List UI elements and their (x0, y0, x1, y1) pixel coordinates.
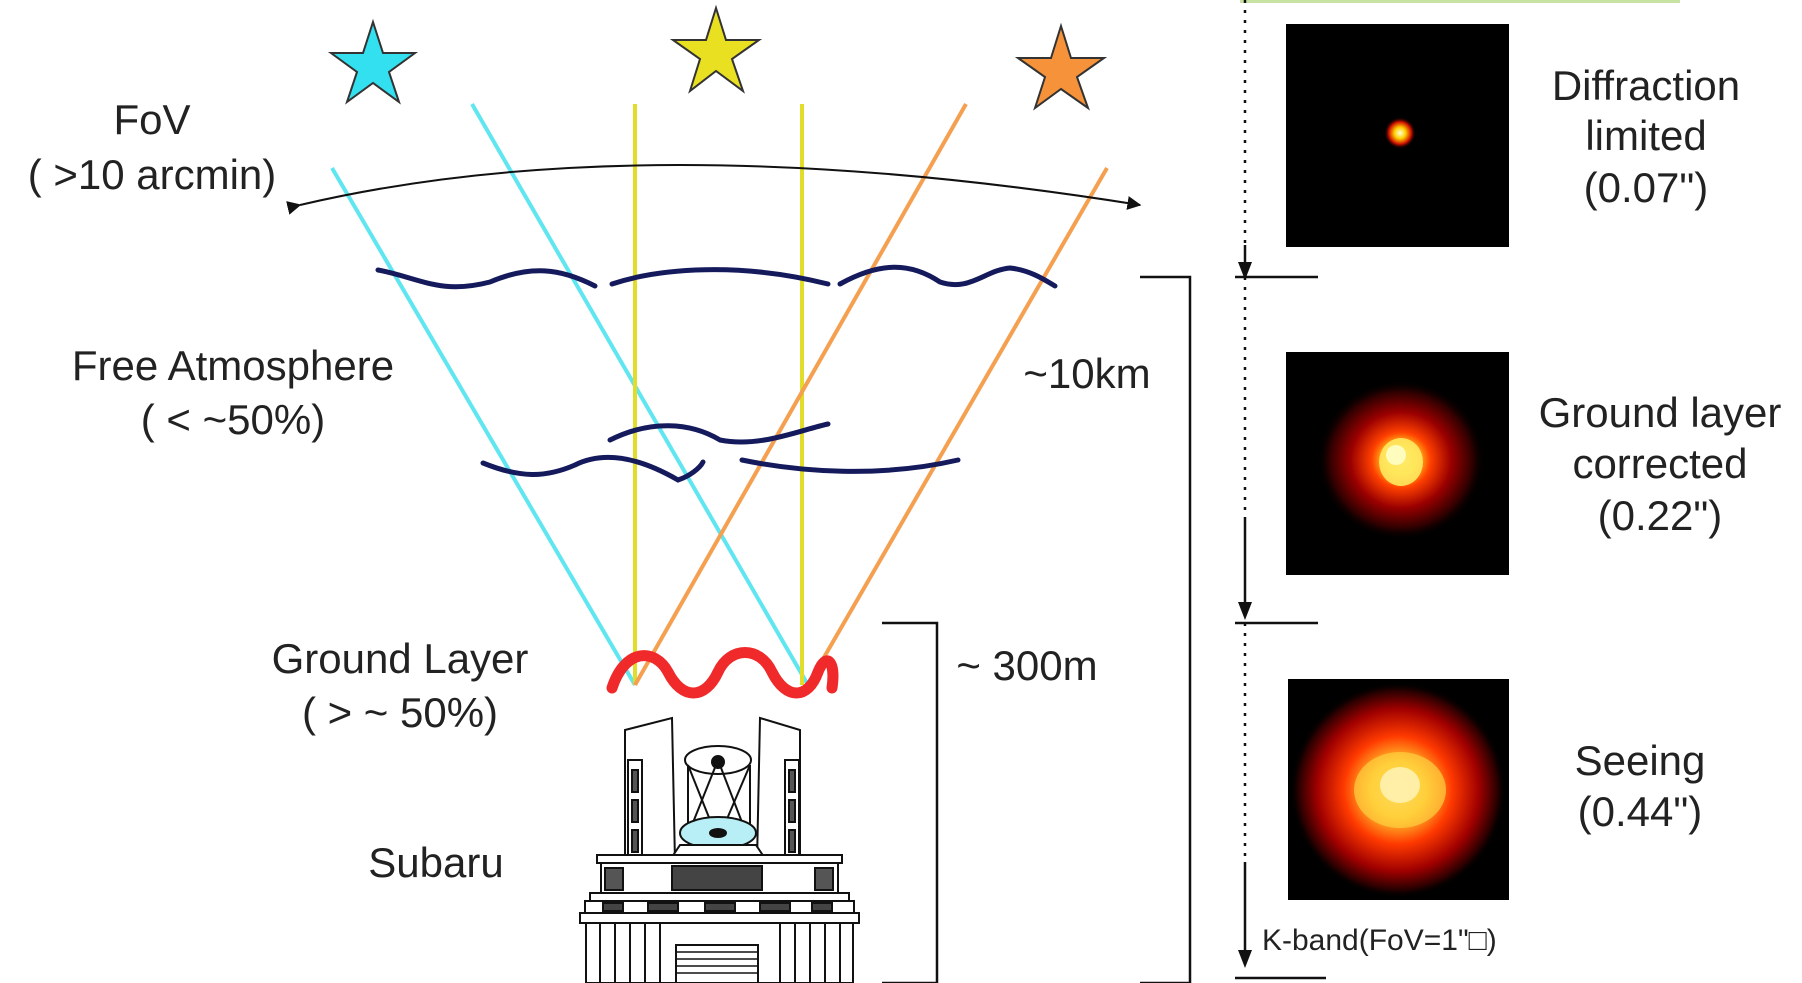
psf-panel-seeing (1288, 679, 1509, 900)
turbulence-mid-3 (739, 457, 961, 474)
psf-spot-diffraction (1384, 117, 1416, 149)
turbulence-high-3 (837, 264, 1058, 289)
telescope-label: Subaru (368, 839, 503, 886)
psf-label-ground-1: Ground layer (1539, 389, 1782, 436)
psf-panel-diffraction (1286, 24, 1509, 247)
free-atmosphere-value: ( < ~50%) (141, 396, 325, 443)
psf-progression-axis (1235, 0, 1326, 980)
free-atmosphere-layers (375, 264, 1058, 483)
turbulence-mid-1 (607, 421, 831, 445)
light-rays (330, 102, 1109, 687)
turbulence-high-2 (609, 267, 831, 287)
turbulence-high-1 (375, 267, 598, 290)
ground-layer-value: ( > ~ 50%) (302, 689, 498, 736)
ground-layer-wave-main (606, 647, 839, 699)
turbulence-mid-2 (480, 454, 706, 483)
star-icon (669, 4, 763, 94)
psf-label-ground-3: (0.22") (1598, 492, 1723, 539)
telescope-building-icon (579, 716, 860, 983)
fov-label: FoV (113, 96, 190, 143)
ray-orange-right (806, 166, 1109, 687)
psf-label-diffraction-1: Diffraction (1552, 62, 1740, 109)
fov-arc (286, 164, 1142, 215)
star-icon (327, 18, 419, 105)
height-brackets (882, 275, 1192, 983)
free-atmosphere-label: Free Atmosphere (72, 342, 394, 389)
kband-label: K-band(FoV=1"□) (1262, 924, 1497, 957)
bracket-300m (882, 621, 939, 983)
ray-cyan-right (470, 102, 810, 687)
accent-bar (1240, 0, 1680, 3)
bracket-10km (1140, 275, 1192, 983)
fov-value-label: ( >10 arcmin) (28, 151, 277, 198)
psf-label-diffraction-2: limited (1585, 112, 1706, 159)
height-300m-label: ~ 300m (956, 642, 1097, 689)
star-icon (1014, 22, 1108, 111)
psf-panel-ground-layer (1286, 352, 1509, 575)
psf-label-seeing-1: Seeing (1575, 737, 1706, 784)
height-10km-label: ~10km (1023, 350, 1150, 397)
ray-cyan-left (330, 166, 637, 687)
ground-layer-label: Ground Layer (272, 635, 529, 682)
psf-label-diffraction-3: (0.07") (1584, 164, 1709, 211)
psf-label-seeing-2: (0.44") (1578, 788, 1703, 835)
psf-label-ground-2: corrected (1572, 440, 1747, 487)
